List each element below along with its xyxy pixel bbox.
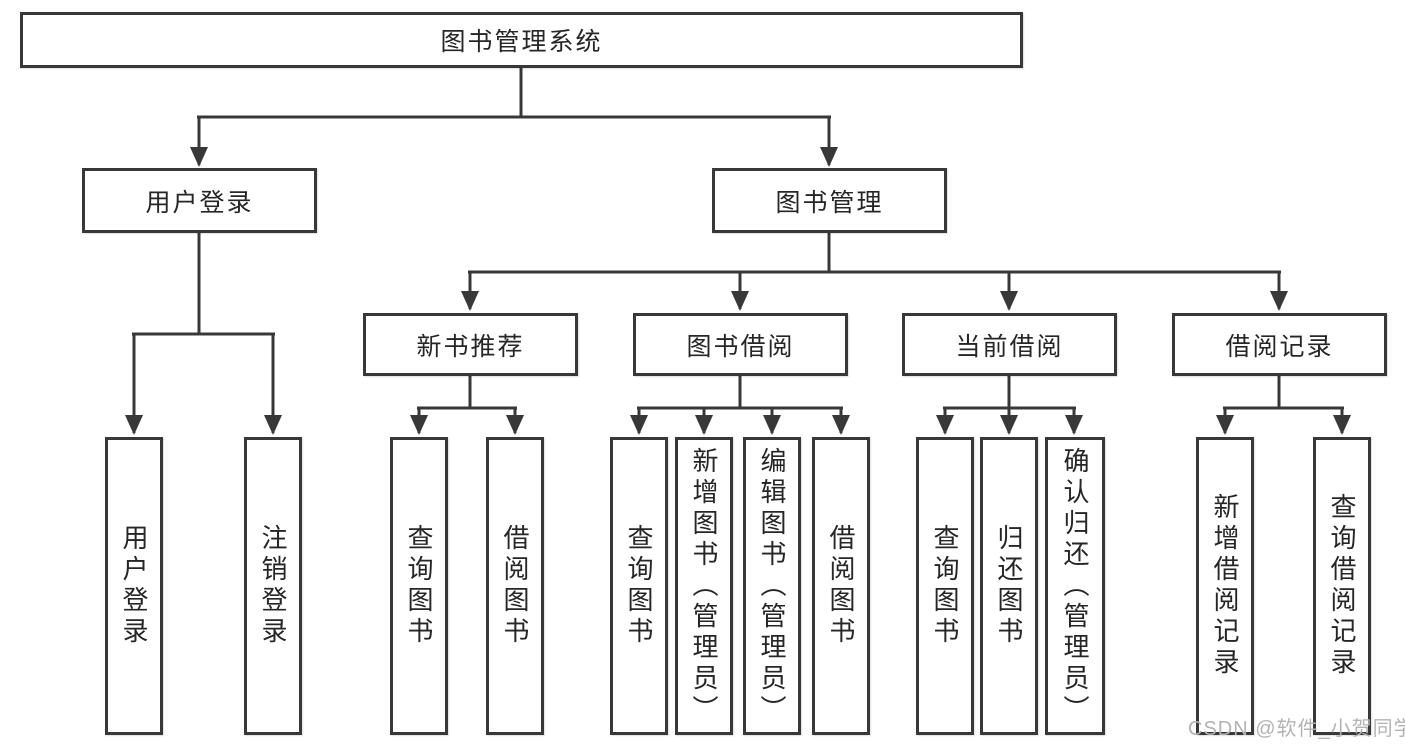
node-new-book-recommend-label: 新书推荐 <box>416 332 525 361</box>
leaf-borrow-books-recommend: 借阅图书 <box>486 437 544 735</box>
node-current-borrow: 当前借阅 <box>902 313 1117 376</box>
connector-book-management <box>461 233 1288 311</box>
leaf-query-borrow-record-label: 查询借阅记录 <box>1327 493 1357 679</box>
leaf-query-books-recommend-label: 查询图书 <box>404 524 434 648</box>
leaf-user-login: 用户登录 <box>105 437 163 735</box>
leaf-add-books-admin-label: 新增图书（管理员） <box>689 446 719 726</box>
leaf-query-books-current: 查询图书 <box>916 437 974 735</box>
connector-book-borrow <box>630 376 850 435</box>
node-book-borrow-label: 图书借阅 <box>686 332 795 361</box>
node-borrow-record-label: 借阅记录 <box>1225 332 1334 361</box>
leaf-return-books: 归还图书 <box>980 437 1038 735</box>
node-book-management-label: 图书管理 <box>775 188 884 217</box>
leaf-confirm-return-admin-label: 确认归还（管理员） <box>1060 446 1090 726</box>
leaf-edit-books-admin-label: 编辑图书（管理员） <box>757 446 787 726</box>
leaf-logout-label: 注销登录 <box>258 524 288 648</box>
node-user-login-label: 用户登录 <box>145 188 254 217</box>
node-current-borrow-label: 当前借阅 <box>955 332 1064 361</box>
node-book-borrow: 图书借阅 <box>633 313 848 376</box>
leaf-return-books-label: 归还图书 <box>994 524 1024 648</box>
connector-root <box>190 68 838 167</box>
leaf-logout: 注销登录 <box>244 437 302 735</box>
node-borrow-record: 借阅记录 <box>1172 313 1387 376</box>
leaf-query-books-borrow-label: 查询图书 <box>624 524 654 648</box>
leaf-query-books-borrow: 查询图书 <box>610 437 668 735</box>
connector-new-book <box>410 376 524 435</box>
leaf-query-borrow-record: 查询借阅记录 <box>1313 437 1371 735</box>
leaf-add-borrow-record-label: 新增借阅记录 <box>1210 493 1240 679</box>
connector-current-borrow <box>936 376 1083 435</box>
node-book-management: 图书管理 <box>712 168 947 233</box>
connector-user-login <box>125 233 282 435</box>
node-new-book-recommend: 新书推荐 <box>363 313 578 376</box>
csdn-watermark: CSDN @软件_小贺同学 <box>1188 718 1405 740</box>
node-user-login: 用户登录 <box>82 168 317 233</box>
node-root: 图书管理系统 <box>20 12 1023 68</box>
connector-borrow-record <box>1216 376 1351 435</box>
leaf-user-login-label: 用户登录 <box>119 524 149 648</box>
leaf-query-books-recommend: 查询图书 <box>390 437 448 735</box>
leaf-borrow-books-recommend-label: 借阅图书 <box>500 524 530 648</box>
leaf-borrow-books: 借阅图书 <box>812 437 870 735</box>
leaf-add-books-admin: 新增图书（管理员） <box>675 437 733 735</box>
node-root-label: 图书管理系统 <box>440 28 603 56</box>
leaf-confirm-return-admin: 确认归还（管理员） <box>1045 437 1105 735</box>
leaf-borrow-books-label: 借阅图书 <box>826 524 856 648</box>
leaf-query-books-current-label: 查询图书 <box>930 524 960 648</box>
leaf-add-borrow-record: 新增借阅记录 <box>1196 437 1254 735</box>
leaf-edit-books-admin: 编辑图书（管理员） <box>743 437 801 735</box>
